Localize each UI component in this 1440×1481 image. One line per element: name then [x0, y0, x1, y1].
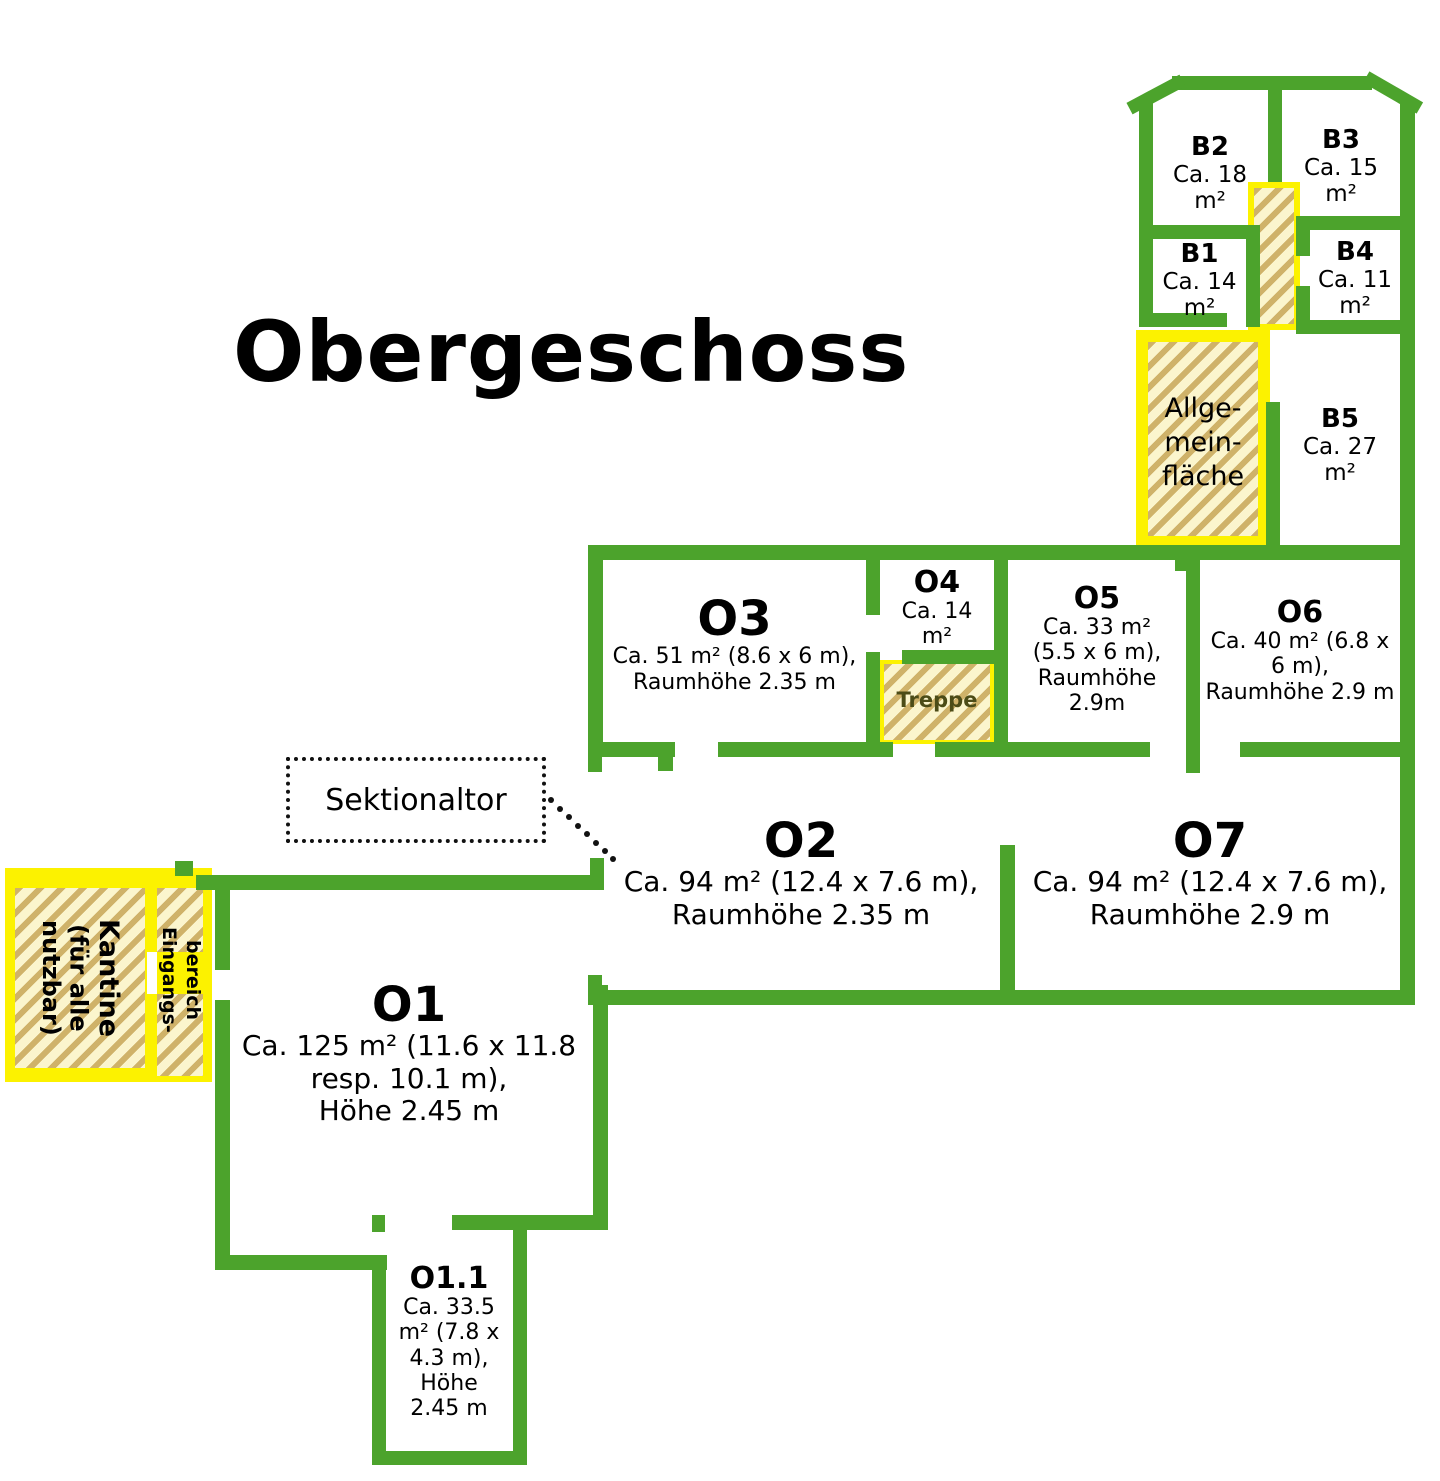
room-name: B4 [1336, 237, 1374, 267]
room-name: O7 [1172, 813, 1248, 869]
wall [994, 560, 1008, 757]
callout-pointer-dot [575, 823, 581, 829]
wall [1139, 100, 1153, 315]
room-name: O6 [1276, 595, 1324, 630]
room-b3: B3 Ca. 15 m² [1291, 126, 1391, 207]
wall [935, 742, 1150, 757]
callout-pointer-dot [593, 840, 599, 846]
sektionaltor-label: Sektionaltor [325, 782, 507, 818]
wall [1296, 216, 1408, 230]
room-b4: B4 Ca. 11 m² [1305, 238, 1405, 319]
eingangsbereich-hatch-upper [157, 888, 203, 952]
sektionaltor-callout: Sektionaltor [286, 757, 546, 843]
room-o4: O4 Ca. 14 m² [884, 566, 990, 650]
wall-band-bottom [588, 990, 1415, 1005]
wall [902, 650, 1008, 664]
wall [1186, 757, 1200, 773]
eingangsbereich-label: Eingangs- bereich [158, 927, 204, 1033]
wall [372, 1215, 385, 1232]
room-name: B2 [1191, 132, 1229, 162]
room-o2: O2 Ca. 94 m² (12.4 x 7.6 m), Raumhöhe 2.… [600, 816, 1002, 931]
wall-o1-top [196, 875, 593, 890]
room-name: O1 [371, 977, 447, 1033]
room-o5: O5 Ca. 33 m² (5.5 x 6 m), Raumhöhe 2.9m [1012, 582, 1182, 716]
room-b1: B1 Ca. 14 m² [1151, 240, 1248, 321]
room-name: O4 [913, 565, 961, 600]
allgemeinflaeche-hatch [1148, 342, 1258, 536]
wall [372, 1451, 527, 1465]
room-name: B5 [1321, 404, 1359, 434]
wall [1268, 88, 1282, 182]
wall [1153, 225, 1259, 239]
wall [1240, 742, 1415, 757]
wall [1175, 560, 1191, 571]
room-name: O5 [1073, 581, 1121, 616]
allgemeinflaeche-label: Allge- mein- fläche [1161, 393, 1245, 492]
room-o3: O3 Ca. 51 m² (8.6 x 6 m), Raumhöhe 2.35 … [597, 594, 872, 695]
wall-o1-right [593, 985, 608, 1217]
room-b2: B2 Ca. 18 m² [1158, 133, 1262, 214]
callout-pointer-dot [584, 831, 590, 837]
wall [1266, 402, 1280, 554]
callout-pointer-dot [602, 848, 608, 854]
room-b5: B5 Ca. 27 m² [1290, 405, 1390, 486]
room-name: B1 [1180, 239, 1219, 269]
callout-pointer-dot [566, 814, 572, 820]
wall [1246, 225, 1260, 327]
wall [372, 1255, 386, 1465]
page-title: Obergeschoss [233, 303, 910, 401]
wall [215, 1000, 230, 1258]
wall-band-top [588, 545, 1415, 560]
wall [1296, 230, 1310, 256]
wall [590, 858, 604, 890]
wall [1186, 560, 1200, 757]
treppe-hatch [884, 664, 990, 740]
room-name: O3 [697, 591, 772, 647]
wall [513, 1222, 527, 1465]
wall [588, 757, 602, 772]
room-name: O2 [763, 813, 839, 869]
wall [603, 742, 675, 757]
kantine-label: Kantine (für alle nutzbar) [36, 918, 124, 1038]
wall-band-left [588, 545, 603, 757]
room-o1-1: O1.1 Ca. 33.5 m² (7.8 x 4.3 m), Höhe 2.4… [388, 1262, 510, 1421]
wall [866, 652, 880, 757]
kantine-hatch [15, 888, 145, 1068]
wall [866, 560, 880, 615]
callout-pointer-dot [610, 856, 616, 862]
room-name: O1.1 [409, 1261, 489, 1296]
treppe-label: Treppe [896, 688, 978, 712]
wall-o2-o7-divider [1000, 845, 1015, 1005]
room-o7: O7 Ca. 94 m² (12.4 x 7.6 m), Raumhöhe 2.… [1018, 816, 1402, 931]
wall [1296, 320, 1408, 334]
wall [215, 1255, 387, 1270]
room-o6: O6 Ca. 40 m² (6.8 x 6 m), Raumhöhe 2.9 m [1202, 596, 1398, 705]
room-o1: O1 Ca. 125 m² (11.6 x 11.8 resp. 10.1 m)… [228, 980, 590, 1127]
wall [175, 861, 193, 876]
wall [215, 890, 230, 970]
wall-diagonal-left [1126, 74, 1186, 115]
kantine-door-gap [147, 952, 157, 994]
wall [658, 757, 673, 771]
callout-pointer-dot [548, 797, 554, 803]
wall [1172, 76, 1372, 90]
wall [1139, 313, 1227, 327]
corridor-hatch [1254, 188, 1294, 324]
wall [452, 1215, 608, 1230]
eingangsbereich-hatch-lower [157, 994, 203, 1076]
callout-pointer-dot [557, 806, 563, 812]
room-name: B3 [1322, 125, 1360, 155]
wall [718, 742, 893, 757]
